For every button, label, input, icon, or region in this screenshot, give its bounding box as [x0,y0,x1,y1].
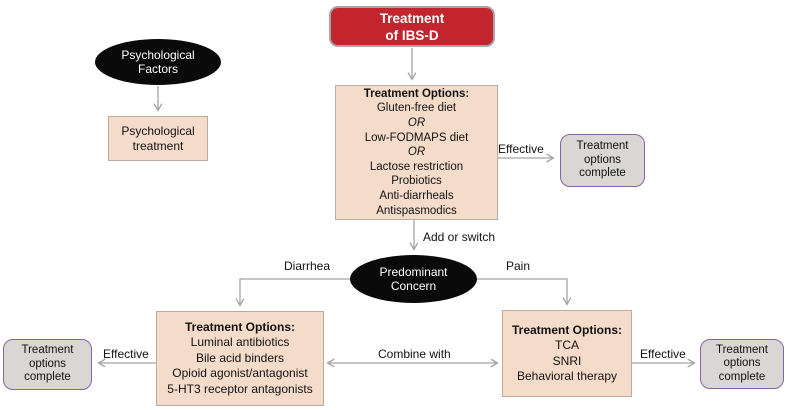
diarrhea-option-item: Luminal antibiotics [190,335,290,350]
complete-line-2: options [28,357,67,370]
title-line-1: Treatment [379,10,445,26]
initial-option-item: Gluten-free diet [376,102,457,115]
psych-treatment-line-2: treatment [132,138,184,153]
effective-label-left: Effective [103,347,149,361]
diarrhea-options-header: Treatment Options: [184,319,295,334]
pain-option-item: Behavioral therapy [516,369,618,383]
treatment-complete-box-left: Treatment options complete [3,339,92,390]
psychological-factors-ellipse: Psychological Factors [95,39,221,85]
initial-options-header: Treatment Options: [363,87,470,100]
complete-line-3: complete [24,371,71,384]
combine-with-label: Combine with [378,347,451,361]
diarrhea-treatment-options-box: Treatment Options: Luminal antibiotics B… [156,311,324,406]
diarrhea-option-item: Opioid agonist/antagonist [172,366,308,381]
diarrhea-option-item: Bile acid binders [195,350,285,365]
pain-label: Pain [506,259,531,273]
title-line-2: of IBS-D [385,27,439,43]
psychological-treatment-box: Psychological treatment [108,116,208,161]
connector-concern-to-diarrhea-options [240,278,351,305]
complete-line-3: complete [579,167,626,180]
pain-option-item: TCA [555,338,579,352]
or-separator: OR [407,117,426,130]
predominant-concern-ellipse: Predominant Concern [350,255,477,303]
effective-label-top: Effective [498,142,544,156]
initial-option-item: Antispasmodics [376,204,457,217]
complete-line-2: options [583,153,622,166]
pain-options-header: Treatment Options: [511,322,622,337]
diarrhea-option-item: 5-HT3 receptor antagonists [167,381,313,396]
complete-line-3: complete [718,370,766,383]
diarrhea-label: Diarrhea [284,259,331,273]
pain-treatment-options-box: Treatment Options: TCA SNRI Behavioral t… [502,310,632,397]
psych-treatment-line-1: Psychological [121,123,195,138]
complete-line-2: options [723,357,761,370]
initial-option-item: Low-FODMAPS diet [364,131,469,144]
initial-option-item: Lactose restriction [369,160,464,173]
connector-concern-to-pain-options [477,278,567,304]
pain-option-item: SNRI [552,353,582,368]
treatment-complete-box-right: Treatment options complete [700,339,784,389]
psych-factors-line-2: Factors [137,62,178,76]
treatment-complete-box-top: Treatment options complete [560,134,645,187]
initial-option-item: Anti-diarrheals [379,189,454,202]
predominant-concern-line-1: Predominant [379,264,448,279]
complete-line-1: Treatment [576,140,629,153]
ibsd-title-box: Treatment of IBS-D [329,6,495,47]
complete-line-1: Treatment [21,344,74,357]
complete-line-1: Treatment [716,343,768,356]
or-separator: OR [407,146,426,159]
psych-factors-line-1: Psychological [121,47,195,62]
initial-option-item: Probiotics [391,175,442,188]
add-or-switch-label: Add or switch [423,230,496,244]
initial-treatment-options-box: Treatment Options: Gluten-free diet OR L… [335,85,498,220]
predominant-concern-line-2: Concern [390,279,437,293]
effective-label-right: Effective [640,347,686,361]
